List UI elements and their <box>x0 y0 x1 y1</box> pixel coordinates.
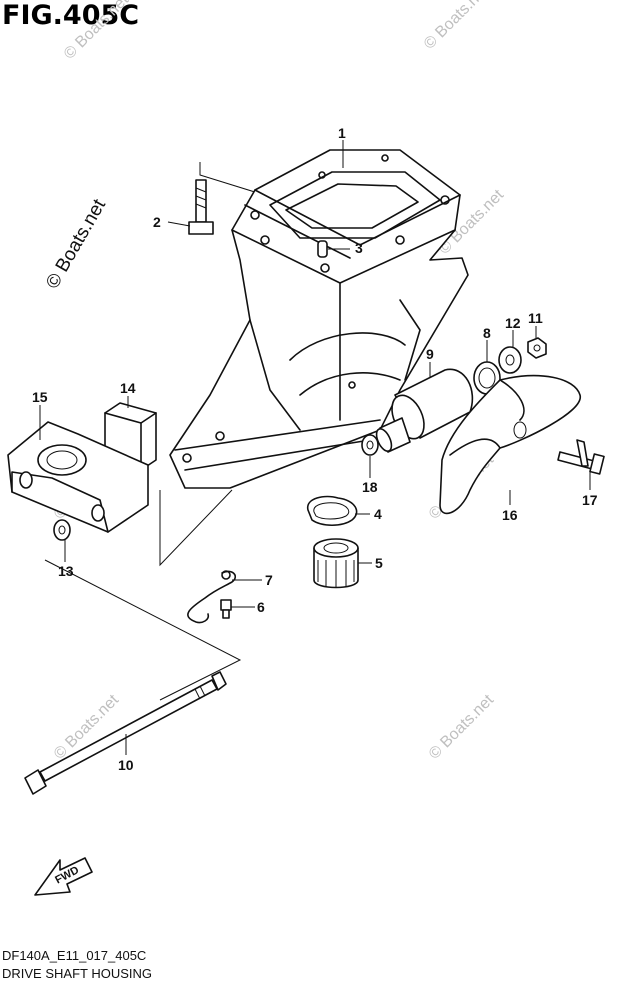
mount-bracket-part-15 <box>7 421 149 533</box>
callout-3: 3 <box>355 240 363 256</box>
leader-lines <box>39 140 591 755</box>
figure-title: FIG.405C <box>2 0 140 31</box>
callout-5: 5 <box>375 555 383 571</box>
callout-10: 10 <box>118 757 134 773</box>
mount-cover-part-16 <box>439 374 581 515</box>
callout-17: 17 <box>582 492 598 508</box>
callout-2: 2 <box>153 214 161 230</box>
washer-part-18 <box>361 434 379 456</box>
gasket-part-4 <box>307 495 358 527</box>
callout-8: 8 <box>483 325 491 341</box>
watermark-text: © Boats.net <box>61 0 133 63</box>
bolt-part-17 <box>557 439 605 475</box>
screw-part-6 <box>220 599 232 619</box>
dowel-pin-part-3 <box>317 240 328 258</box>
washer-part-12 <box>498 346 522 374</box>
mount-rubber-part-9 <box>375 368 474 453</box>
callout-13: 13 <box>58 563 74 579</box>
callout-12: 12 <box>505 315 521 331</box>
reference-lines <box>44 162 259 701</box>
callouts: 1 2 3 4 5 6 7 8 9 10 11 12 13 14 15 16 1… <box>32 125 598 773</box>
long-bolt-part-10 <box>24 671 227 795</box>
callout-1: 1 <box>338 125 346 141</box>
drive-shaft-housing <box>169 149 469 489</box>
fwd-arrow: FWD <box>34 857 93 896</box>
ground-wire-part-7 <box>187 570 237 624</box>
diagram-title: DRIVE SHAFT HOUSING <box>2 966 153 981</box>
bolt-part-2 <box>188 179 214 235</box>
callout-4: 4 <box>374 506 382 522</box>
callout-6: 6 <box>257 599 265 615</box>
callout-18: 18 <box>362 479 378 495</box>
callout-15: 15 <box>32 389 48 405</box>
washer-part-13 <box>53 519 71 541</box>
nut-part-11 <box>527 337 547 359</box>
watermark-text: © Boats.net <box>42 195 110 292</box>
bushing-part-5 <box>313 538 359 589</box>
watermark-text: © Boats.net <box>426 691 498 763</box>
callout-11: 11 <box>528 310 543 326</box>
callout-9: 9 <box>426 346 434 362</box>
watermark-text: © Boats.net <box>421 0 493 53</box>
callout-14: 14 <box>120 380 136 396</box>
callout-7: 7 <box>265 572 273 588</box>
callout-16: 16 <box>502 507 518 523</box>
diagram-code: DF140A_E11_017_405C <box>2 948 147 963</box>
